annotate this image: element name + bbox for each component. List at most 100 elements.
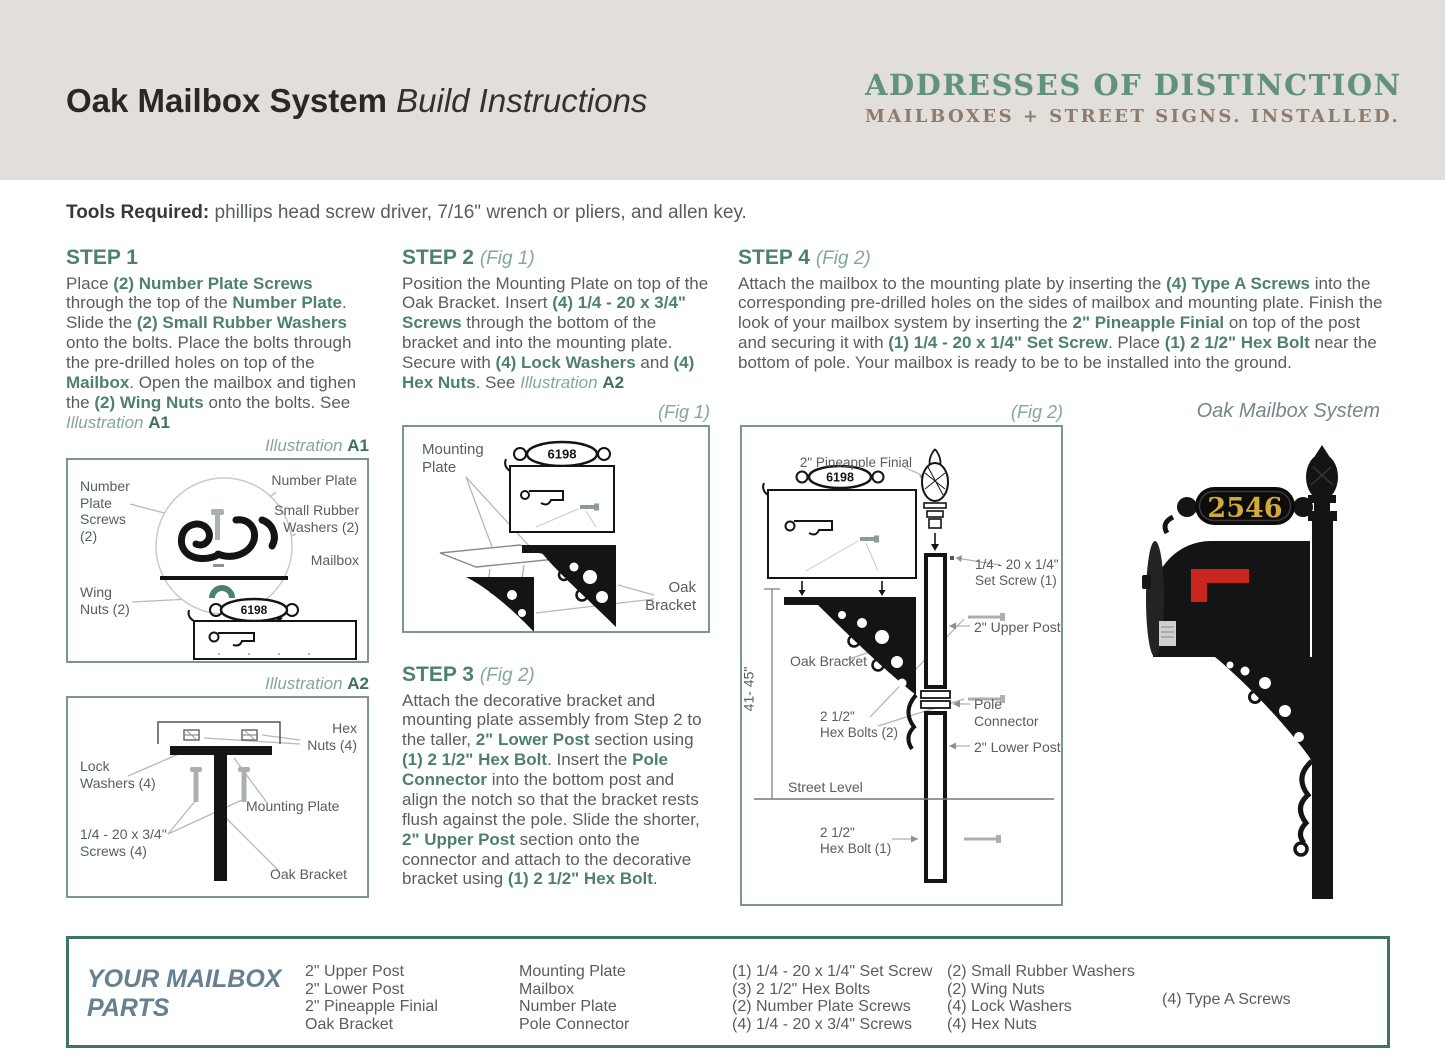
header-band <box>0 0 1445 180</box>
part-item: (2) Number Plate Screws <box>732 998 911 1015</box>
a1-label-small-rubber-washers: Small Rubber Washers (2) <box>274 502 359 535</box>
a2-oak-bracket-stem <box>214 755 227 881</box>
a1-flag <box>208 631 220 643</box>
fig2-upper-post <box>924 553 947 689</box>
a2-label-lock-washers: Lock Washers (4) <box>80 758 156 791</box>
tools-required-label: Tools Required: <box>66 202 210 223</box>
fig2-label-height-range: 41- 45" <box>740 666 757 712</box>
fig2-hex-bolts <box>964 613 1005 843</box>
a1-magnifier-circle <box>155 477 293 622</box>
a2-drawing <box>127 721 301 881</box>
fig1-tag-text: (Fig 1) <box>657 402 710 422</box>
a1-label-number-plate-screws: Number Plate Screws (2) <box>80 478 130 544</box>
parts-column-1: 2" Upper Post 2" Lower Post 2" Pineapple… <box>305 963 438 1033</box>
step-4: STEP 4 (Fig 2) Attach the mailbox to the… <box>738 246 1393 373</box>
fig2-label-finial: 2" Pineapple Finial <box>799 455 912 470</box>
fig1-mounting-plate-assembled <box>522 545 616 553</box>
fig1-oak-bracket-right <box>542 553 616 627</box>
fig2-tag-text: (Fig 2) <box>1010 402 1063 422</box>
part-item: 2" Lower Post <box>305 980 405 998</box>
page-title: Oak Mailbox System Build Instructions <box>66 82 647 120</box>
step-4-heading: STEP 4 <box>738 246 810 269</box>
step-3-heading: STEP 3 <box>402 663 474 686</box>
fig2-tag: (Fig 2) <box>740 402 1063 423</box>
fig2-mounting-plate <box>784 597 916 605</box>
fig1: 6198 <box>402 425 710 633</box>
fig2-arrowheads <box>911 475 962 843</box>
step-1-heading: STEP 1 <box>66 246 138 269</box>
illustration-a2-title-italic: Illustration <box>265 674 343 693</box>
fig1-drawing: 6198 <box>439 440 655 631</box>
photo-drawing: 2546 <box>1142 445 1338 899</box>
a1-drawing: 6198 <box>129 477 357 660</box>
step-2-heading: STEP 2 <box>402 246 474 269</box>
brand-name: ADDRESSES OF DISTINCTION <box>865 68 1402 102</box>
fig2-label-hex-bolts: 2 1/2" Hex Bolts (2) <box>820 709 899 740</box>
step-1: STEP 1 Place (2) Number Plate Screws thr… <box>66 246 372 433</box>
fig2-oak-bracket <box>818 605 918 751</box>
brand-logo: ADDRESSES OF DISTINCTION MAILBOXES + STR… <box>865 68 1402 127</box>
fig2-mailbox: 6198 <box>762 464 917 596</box>
a2-label-hex-nuts: Hex Nuts (4) <box>307 720 357 753</box>
fig2-drawing: 6198 <box>754 448 1054 883</box>
parts-box: YOUR MAILBOX PARTS 2" Upper Post 2" Lowe… <box>66 936 1390 1048</box>
brand-tagline: MAILBOXES + STREET SIGNS. INSTALLED. <box>865 106 1401 127</box>
a1-label-number-plate: Number Plate <box>271 472 357 488</box>
part-item: (4) 1/4 - 20 x 3/4" Screws <box>732 1015 912 1033</box>
a2-mounting-plate <box>170 746 272 755</box>
step-3-fig-ref: (Fig 2) <box>479 665 535 686</box>
photo-plate-number: 2546 <box>1207 493 1282 524</box>
step-2: STEP 2 (Fig 1) Position the Mounting Pla… <box>402 246 714 393</box>
a1-screw <box>215 514 220 540</box>
parts-box-label: YOUR MAILBOX PARTS <box>87 965 282 1022</box>
a1-plate-number: 6198 <box>241 603 268 617</box>
fig2-set-screw <box>950 556 954 560</box>
a2-label-oak-bracket: Oak Bracket <box>270 866 348 882</box>
part-item: Mounting Plate <box>519 963 626 980</box>
fig2-label-hex-bolt: 2 1/2" Hex Bolt (1) <box>820 825 892 856</box>
photo-finial <box>1306 445 1338 513</box>
part-item: 2" Upper Post <box>305 963 405 980</box>
product-photo: 2546 <box>1095 425 1425 905</box>
fig1-label-mounting-plate: Mounting Plate <box>422 441 484 476</box>
illustration-a2-title-bold: A2 <box>347 674 369 693</box>
a1-mailbox-drawing: 6198 <box>187 597 357 660</box>
a1-label-wing-nuts: Wing Nuts (2) <box>80 584 130 617</box>
part-item: 2" Pineapple Finial <box>305 998 438 1015</box>
step-3-body: Attach the decorative bracket and mounti… <box>402 690 702 889</box>
step-2-fig-ref: (Fig 1) <box>479 248 535 269</box>
fig1-oak-bracket-left <box>466 577 534 631</box>
a1-label-mailbox: Mailbox <box>310 552 359 568</box>
part-item: (2) Wing Nuts <box>947 980 1045 998</box>
a1-washer <box>213 564 224 567</box>
parts-column-4: (2) Small Rubber Washers (2) Wing Nuts (… <box>947 963 1135 1033</box>
a2-label-screws: 1/4 - 20 x 3/4" Screws (4) <box>80 826 167 859</box>
parts-column-5: (4) Type A Screws <box>1162 991 1291 1009</box>
part-item: (3) 2 1/2" Hex Bolts <box>732 980 871 998</box>
fig1-tag: (Fig 1) <box>402 402 710 423</box>
fig2-lower-post <box>924 711 947 883</box>
part-item: Mailbox <box>519 980 575 998</box>
part-item: (1) 1/4 - 20 x 1/4" Set Screw <box>732 963 933 980</box>
fig2-plate-number: 6198 <box>826 471 854 485</box>
illustration-a1-title-bold: A1 <box>347 436 369 455</box>
fig1-mailbox: 6198 <box>504 440 615 533</box>
parts-column-3: (1) 1/4 - 20 x 1/4" Set Screw (3) 2 1/2"… <box>732 963 932 1033</box>
part-item: (2) Small Rubber Washers <box>947 963 1135 980</box>
fig2-label-set-screw: 1/4 - 20 x 1/4" Set Screw (1) <box>975 557 1059 588</box>
illustration-a1-title-italic: Illustration <box>265 436 343 455</box>
fig2-pole-connector <box>920 690 951 709</box>
illustration-a1: 6198 Number Plate Screws (2) Number Plat… <box>66 458 369 663</box>
photo-mailbox <box>1142 541 1310 657</box>
parts-column-2: Mounting Plate Mailbox Number Plate Pole… <box>519 963 629 1033</box>
tools-required-text: phillips head screw driver, 7/16" wrench… <box>209 202 747 223</box>
a1-wing-nut <box>209 585 235 599</box>
fig2-label-pole-connector: Pole Connector <box>974 696 1039 729</box>
photo-caption: Oak Mailbox System <box>1196 400 1380 422</box>
illustration-a1-title: Illustration A1 <box>66 436 369 456</box>
fig2-height-ruler <box>764 588 780 799</box>
photo-bracket <box>1215 657 1314 857</box>
photo-number-plate: 2546 <box>1162 487 1328 535</box>
photo-post <box>1308 511 1337 899</box>
